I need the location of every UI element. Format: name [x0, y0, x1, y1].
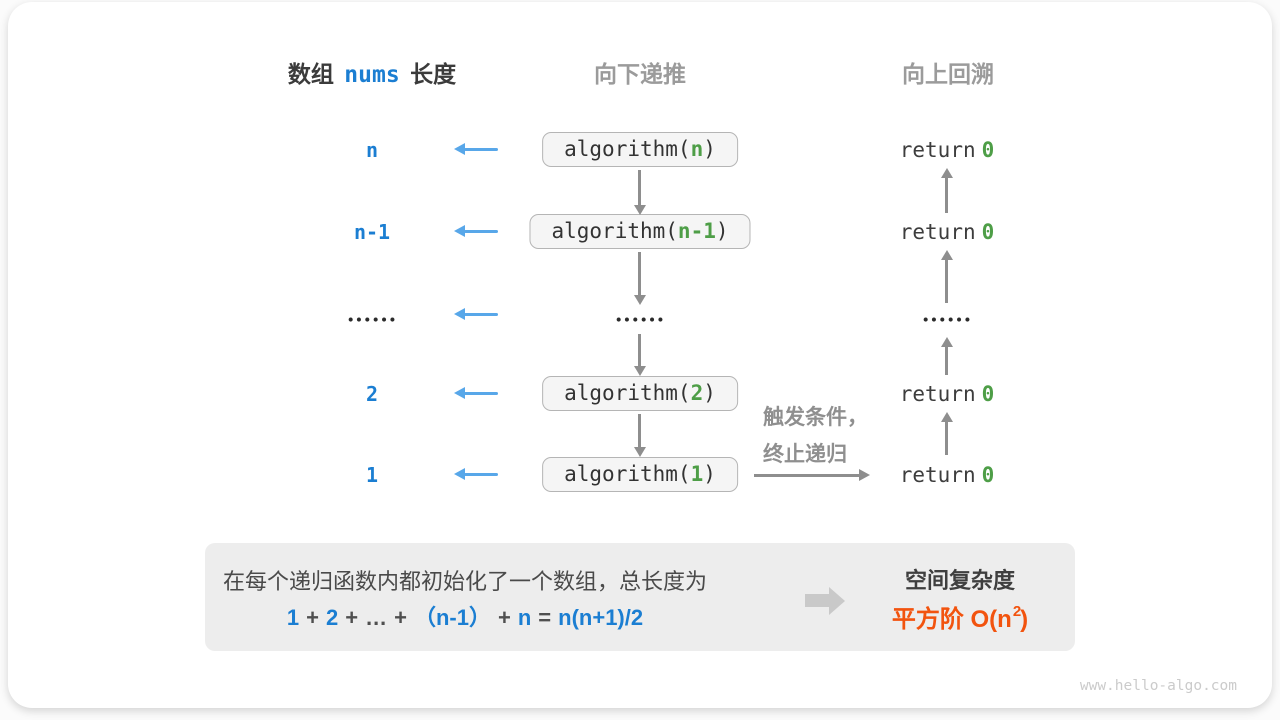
length-label-n-1: n-1 [353, 220, 391, 244]
call-arg: 1 [690, 462, 704, 486]
figure-card: 数组 nums 长度 向下递推 向上回溯 n algorithm(n) retu… [8, 2, 1272, 708]
column-header-array-length: 数组 nums 长度 [252, 59, 492, 89]
array-label-suffix: 长度 [410, 61, 457, 87]
trigger-note-line2: 终止递归 [763, 443, 847, 466]
formula-token: n [517, 605, 532, 630]
return-keyword: return [899, 138, 976, 162]
call-box-n-1: algorithm(n-1) [529, 214, 751, 249]
formula-token: … [365, 605, 388, 630]
call-prefix: algorithm( [564, 137, 691, 161]
up-arrow-icon [940, 168, 953, 213]
result-value-prefix: 平方阶 O(n [891, 606, 1012, 633]
down-arrow-icon [633, 334, 646, 376]
call-prefix: algorithm( [551, 219, 678, 243]
return-value: 0 [981, 382, 995, 406]
left-arrow-icon [454, 387, 498, 399]
return-value: 0 [981, 138, 995, 162]
column-header-backtrack-up: 向上回溯 [902, 61, 994, 87]
result-value-suffix: ) [1020, 606, 1029, 633]
up-arrow-icon [940, 337, 953, 375]
array-label-prefix: 数组 [287, 61, 334, 87]
call-arg: n-1 [677, 219, 716, 243]
length-label-n: n [365, 138, 379, 162]
return-keyword: return [899, 463, 976, 487]
call-box-n: algorithm(n) [542, 132, 738, 167]
up-arrow-icon [940, 412, 953, 455]
result-title: 空间复杂度 [904, 568, 1015, 593]
return-value: 0 [981, 463, 995, 487]
call-box-1: algorithm(1) [542, 457, 738, 492]
result-value-exponent: 2 [1012, 603, 1022, 620]
result-value: 平方阶 O(n2) [855, 599, 1065, 634]
call-arg: n [690, 137, 704, 161]
down-arrow-icon [633, 414, 646, 457]
return-value: 0 [981, 220, 995, 244]
column-header-recurse-down: 向下递推 [594, 61, 686, 87]
return-keyword: return [899, 382, 976, 406]
trigger-note-line1: 触发条件， [763, 406, 868, 429]
call-suffix: ) [715, 219, 729, 243]
call-suffix: ) [703, 381, 716, 405]
formula-token: 1 [286, 605, 300, 630]
call-box-2: algorithm(2) [542, 376, 738, 411]
formula-token: + [394, 605, 407, 630]
length-label-2: 2 [365, 382, 379, 406]
watermark-url: www.hello-algo.com [1079, 678, 1237, 694]
formula-token: + [497, 605, 511, 630]
trigger-note: 触发条件， 终止递归 [763, 399, 883, 473]
summary-formula: 1+2+…+（n-1）+n=n(n+1)/2 [205, 600, 725, 632]
up-arrow-icon [940, 250, 953, 303]
left-arrow-icon [454, 225, 498, 237]
call-suffix: ) [703, 462, 716, 486]
formula-token: n(n+1)/2 [558, 605, 644, 630]
left-arrow-icon [454, 468, 498, 480]
formula-token: = [538, 605, 552, 630]
formula-token: 2 [325, 605, 339, 630]
ellipsis-left: •••••• [346, 313, 398, 327]
implies-arrow-icon [805, 586, 845, 615]
call-arg: 2 [690, 381, 704, 405]
ellipsis-right: •••••• [921, 313, 973, 327]
formula-token: + [345, 605, 359, 630]
array-code-nums: nums [344, 62, 400, 88]
ellipsis-middle: •••••• [614, 313, 666, 327]
right-arrow-icon [754, 469, 870, 481]
left-arrow-icon [454, 308, 498, 320]
return-keyword: return [899, 220, 976, 244]
call-prefix: algorithm( [564, 381, 691, 405]
down-arrow-icon [633, 252, 646, 305]
summary-text: 在每个递归函数内都初始化了一个数组，总长度为 [222, 569, 707, 594]
call-prefix: algorithm( [564, 462, 691, 486]
formula-token: + [306, 605, 319, 630]
left-arrow-icon [454, 143, 498, 155]
summary-panel: 在每个递归函数内都初始化了一个数组，总长度为 1+2+…+（n-1）+n=n(n… [205, 543, 1075, 651]
down-arrow-icon [633, 170, 646, 215]
call-suffix: ) [703, 137, 716, 161]
formula-token: （n-1） [413, 605, 491, 630]
length-label-1: 1 [365, 463, 379, 487]
